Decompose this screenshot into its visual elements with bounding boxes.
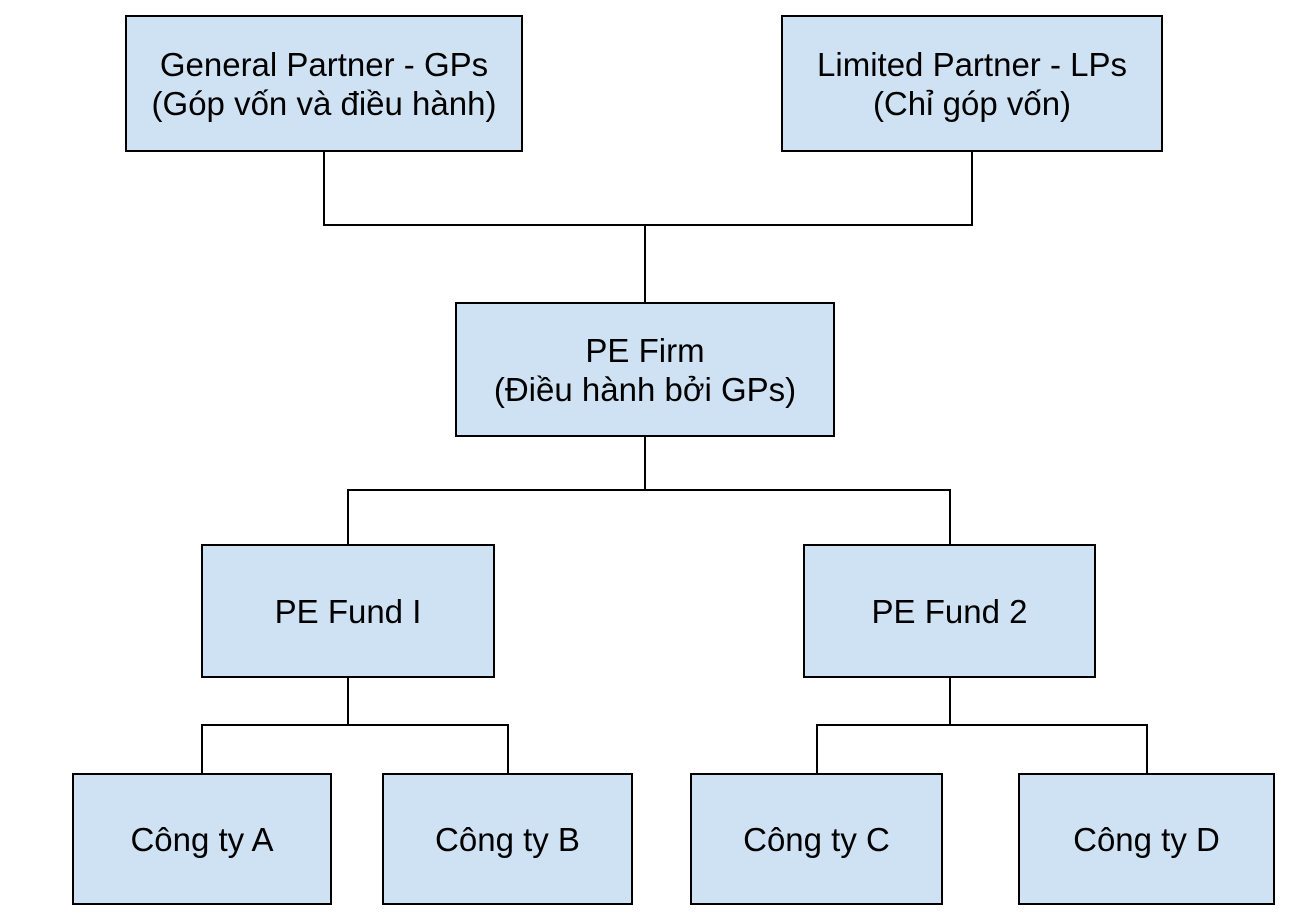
node-general-partner-subtitle: (Góp vốn và điều hành) <box>151 84 497 122</box>
edge-gp-lp-to-firm <box>323 152 973 226</box>
node-pe-fund-1: PE Fund I <box>201 544 495 678</box>
node-limited-partner-title: Limited Partner - LPs <box>817 45 1127 83</box>
edge-bus-to-ab <box>201 724 509 773</box>
node-company-c-label: Công ty C <box>743 820 890 858</box>
node-company-d-label: Công ty D <box>1073 820 1220 858</box>
node-pe-firm: PE Firm (Điều hành bởi GPs) <box>455 302 835 437</box>
edge-bus-to-cd <box>816 724 1148 773</box>
node-company-a-label: Công ty A <box>130 820 274 858</box>
node-limited-partner: Limited Partner - LPs (Chỉ góp vốn) <box>781 15 1163 152</box>
node-limited-partner-subtitle: (Chỉ góp vốn) <box>872 84 1072 122</box>
node-company-c: Công ty C <box>690 773 943 905</box>
node-pe-fund-2-label: PE Fund 2 <box>871 592 1028 630</box>
node-pe-fund-2: PE Fund 2 <box>803 544 1096 678</box>
node-company-b-label: Công ty B <box>435 820 580 858</box>
node-company-a: Công ty A <box>72 773 332 905</box>
node-company-d: Công ty D <box>1018 773 1275 905</box>
edge-bus-to-funds <box>347 489 951 544</box>
node-general-partner: General Partner - GPs (Góp vốn và điều h… <box>125 15 523 152</box>
node-pe-firm-title: PE Firm <box>585 331 705 369</box>
node-pe-fund-1-label: PE Fund I <box>274 592 422 630</box>
node-company-b: Công ty B <box>382 773 633 905</box>
node-general-partner-title: General Partner - GPs <box>159 45 489 83</box>
node-pe-firm-subtitle: (Điều hành bởi GPs) <box>493 370 797 408</box>
